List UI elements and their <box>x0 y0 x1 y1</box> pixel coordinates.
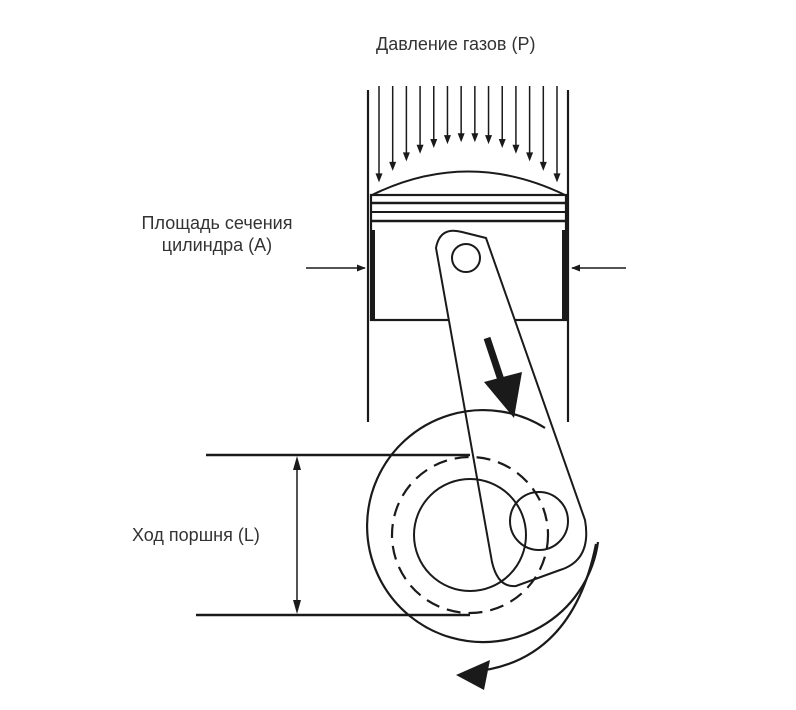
piston <box>369 193 568 322</box>
pressure-arrow-head <box>498 138 506 148</box>
gas-pressure-arrows <box>375 86 561 183</box>
cylinder-walls <box>366 90 570 422</box>
pressure-arrow-head <box>416 144 424 154</box>
cylinder-area-label: Площадь сечения цилиндра (A) <box>128 212 306 256</box>
pressure-arrow-head <box>402 152 410 162</box>
pressure-arrow-head <box>539 161 547 171</box>
pressure-arrow-head <box>457 133 465 143</box>
pressure-arrow-head <box>512 144 520 154</box>
piston-stroke-label: Ход поршня (L) <box>132 525 260 545</box>
rod-motion-arrow <box>483 336 522 418</box>
pressure-arrow-head <box>389 161 397 171</box>
pressure-arrow-head <box>485 135 493 145</box>
pressure-arrow-head <box>375 173 383 183</box>
pressure-arrow-head <box>553 173 561 183</box>
pressure-arrow-head <box>471 133 479 143</box>
pressure-arrow-head <box>526 152 534 162</box>
stroke-reference-lines <box>196 453 470 617</box>
cylinder-area-label-line2: цилиндра (A) <box>161 235 273 255</box>
pressure-arrow-head <box>443 135 451 145</box>
gas-pressure-label: Давление газов (P) <box>376 34 536 54</box>
crankshaft <box>366 409 600 690</box>
pressure-arrow-head <box>430 138 438 148</box>
piston-dome <box>371 170 566 196</box>
cylinder-area-label-line1: Площадь сечения <box>141 213 293 233</box>
stroke-dimension-arrow <box>293 456 301 614</box>
